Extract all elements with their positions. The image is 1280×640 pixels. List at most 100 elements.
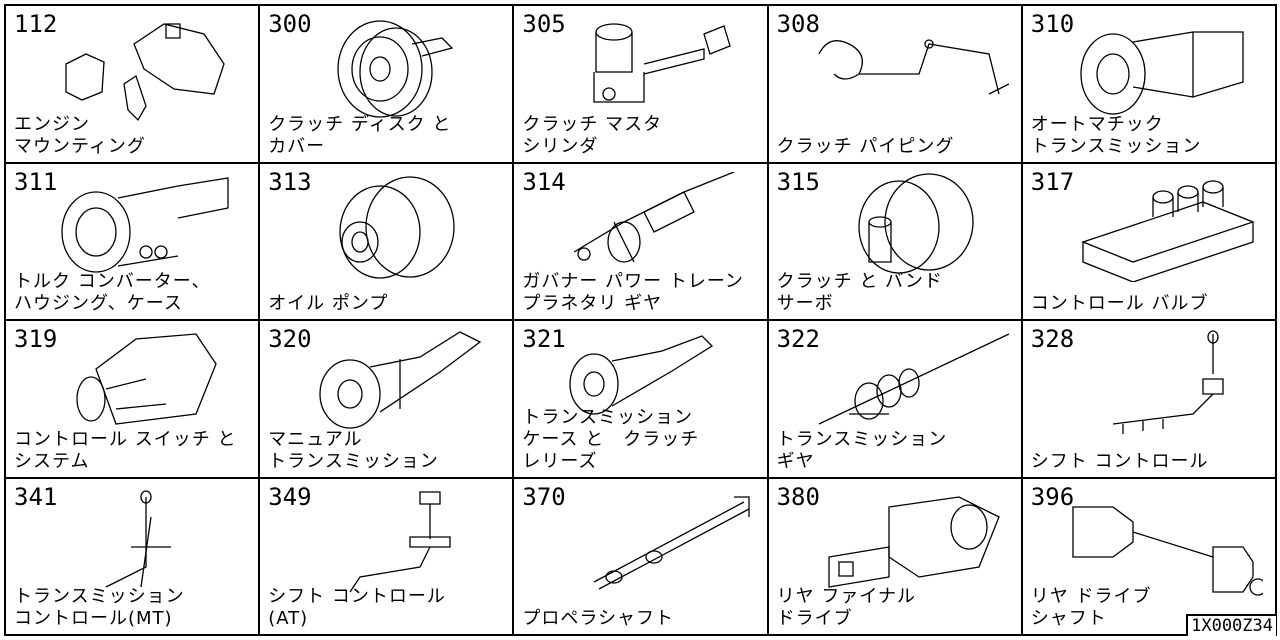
category-label: クラッチ パイピング [777,114,955,158]
category-cell-300[interactable]: 300 クラッチ ディスク とカバー [260,6,515,164]
control-valve-icon [1063,172,1263,283]
category-cell-320[interactable]: 320 マニュアルトランスミッション [260,321,515,479]
category-cell-314[interactable]: 314 ガバナー パワー トレーンプラネタリ ギヤ [514,163,769,321]
category-label: トランスミッションギヤ [777,429,948,473]
category-label: ガバナー パワー トレーンプラネタリ ギヤ [522,271,744,315]
category-cell-322[interactable]: 322 トランスミッションギヤ [768,321,1023,479]
category-label-line1 [522,586,674,608]
category-label-line1: トランスミッション [522,406,694,428]
category-label: オイル ポンプ [268,271,388,315]
category-label-line2: サーボ [776,293,834,314]
category-label: クラッチ マスタシリンダ [522,114,662,158]
category-label-line2: トランスミッション [268,450,439,472]
category-cell-396[interactable]: 396 リヤ ドライブシャフト [1022,478,1277,636]
category-cell-310[interactable]: 310 オートマチックトランスミッション [1022,6,1277,164]
category-cell-380[interactable]: 380 リヤ ファイナルドライブ [768,478,1023,636]
category-cell-317[interactable]: 317 コントロール バルブ [1022,163,1277,321]
transmission-control-mt-icon [46,487,246,597]
category-code: 380 [776,482,820,511]
category-code: 305 [522,10,566,38]
category-label-line2: シャフト [1030,608,1107,629]
figure-reference: 1X000Z34 [1186,614,1276,636]
category-cell-315[interactable]: 315 クラッチ と バンドサーボ [768,163,1023,321]
category-code: 311 [14,167,58,196]
propeller-shaft-icon [554,487,754,597]
category-label-line1: オートマチック [1030,113,1164,135]
category-cell-321[interactable]: 321 トランスミッションケース と クラッチレリーズ [514,321,769,479]
category-label-line2: コントロール バルブ [1030,293,1209,314]
shift-control-at-icon [300,487,500,597]
category-label-line1: シフト コントロール [268,586,446,607]
category-label-line1: コントロール スイッチ と [14,428,237,450]
category-code: 396 [1030,482,1075,511]
category-label: トルク コンバーター、ハウジング、ケース [14,271,211,315]
rear-drive-shaft-icon [1063,487,1267,597]
category-code: 310 [1030,10,1075,38]
category-label-line1 [777,114,955,136]
category-code: 370 [522,482,566,511]
category-cell-311[interactable]: 311 トルク コンバーター、ハウジング、ケース [6,163,261,321]
category-label: コントロール バルブ [1031,271,1209,315]
category-label-line2: シフト コントロール [1030,450,1209,472]
category-cell-370[interactable]: 370 プロペラシャフト [514,478,769,636]
category-cell-341[interactable]: 341 トランスミッションコントロール(MT) [6,478,261,636]
clutch-band-servo-icon [809,172,1009,282]
clutch-piping-icon [809,14,1009,124]
category-label-line2: ギヤ [776,450,815,472]
category-code: 319 [14,325,58,353]
rear-final-drive-icon [809,487,1009,597]
category-code: 315 [776,167,820,196]
category-label: リヤ ファイナルドライブ [777,586,916,630]
category-label: クラッチ ディスク とカバー [268,114,451,158]
category-code: 300 [268,10,312,38]
category-label-line2: (AT) [268,608,309,629]
category-label: トランスミッションケース と クラッチレリーズ [522,407,699,473]
category-label: トランスミッションコントロール(MT) [14,586,185,630]
transmission-gear-icon [809,329,1009,439]
category-code: 314 [522,167,566,196]
category-label-line2: プロペラシャフト [522,608,675,629]
category-label-line1: マニュアル [268,428,363,450]
category-code: 322 [776,325,820,353]
category-label-line1: リヤ ドライブ [1030,586,1152,607]
oil-pump-icon [300,172,500,282]
category-label-line2: システム [14,450,90,472]
category-label-line1: トランスミッション [14,586,185,607]
category-label-line1: リヤ ファイナル [776,586,916,607]
category-label: オートマチックトランスミッション [1031,114,1202,158]
category-label: コントロール スイッチ とシステム [14,429,236,473]
category-code: 320 [268,325,312,353]
engine-mount-icon [46,14,246,124]
category-code: 321 [522,325,566,353]
clutch-disc-icon [300,14,500,124]
category-label-line1: クラッチ ディスク と [268,113,452,135]
category-label-line1: トランスミッション [776,428,948,450]
category-label-line2: ドライブ [776,608,853,629]
category-label-line1: ガバナー パワー トレーン [522,271,744,292]
category-label-line2: トランスミッション [1030,135,1202,157]
category-label-line2: コントロール(MT) [14,608,173,629]
category-label-line2: オイル ポンプ [268,293,389,314]
category-label-line1 [1031,429,1209,451]
category-label-line2: ケース と クラッチ [522,428,700,450]
category-code: 341 [14,482,58,511]
category-cell-319[interactable]: 319 コントロール スイッチ とシステム [6,321,261,479]
category-label-line2: ハウジング、ケース [14,293,183,314]
governor-gear-icon [554,170,754,282]
master-cylinder-icon [554,14,754,124]
category-label-line1: トルク コンバーター、 [14,271,211,292]
category-cell-308[interactable]: 308 クラッチ パイピング [768,6,1023,164]
category-label: クラッチ と バンドサーボ [777,271,943,315]
category-label-line2: マウンティング [14,135,146,157]
category-label-line2: クラッチ パイピング [776,135,955,157]
category-code: 317 [1030,167,1075,196]
category-code: 308 [776,10,820,38]
category-label: リヤ ドライブシャフト [1031,586,1152,630]
category-cell-305[interactable]: 305 クラッチ マスタシリンダ [514,6,769,164]
category-label-line1 [268,271,388,293]
